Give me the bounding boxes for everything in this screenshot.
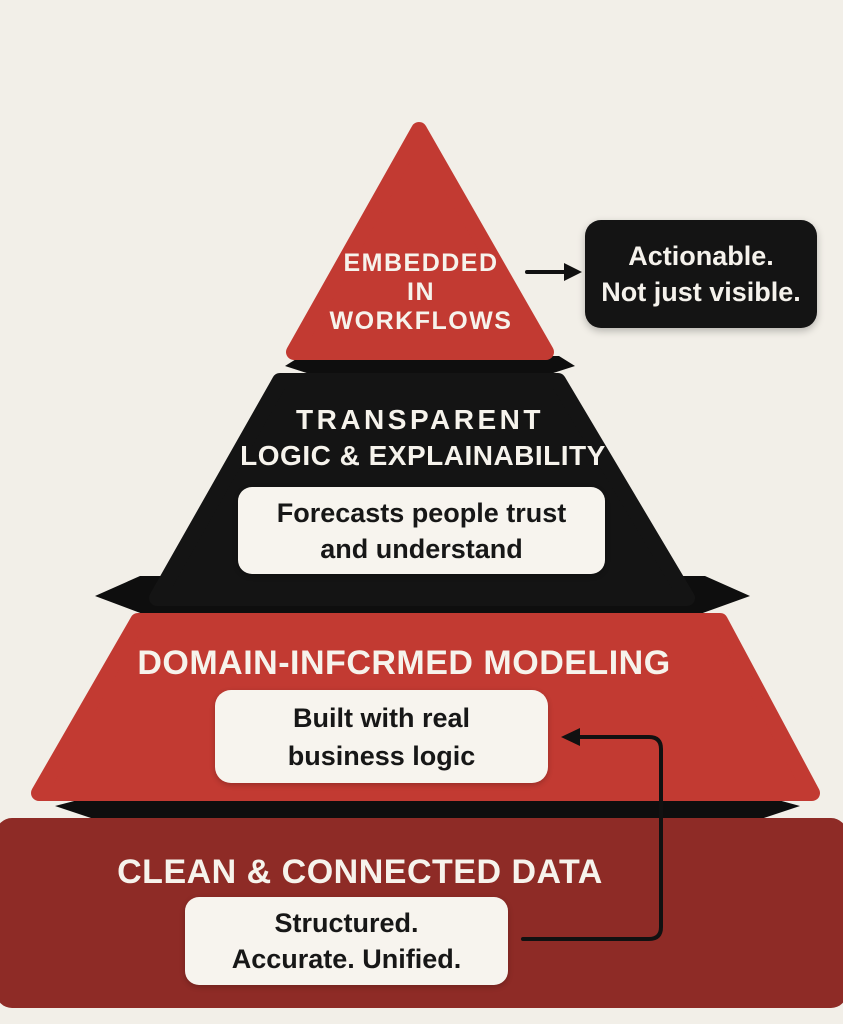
callout-box: Actionable. Not just visible. [585, 220, 817, 328]
callout-line1: Actionable. [628, 241, 774, 271]
level2-card-line1: Forecasts people trust [276, 497, 567, 528]
level2-card: Forecasts people trust and understand [238, 487, 605, 574]
level1-heading: EMBEDDED IN WORKFLOWS [330, 249, 513, 336]
level2-heading-line2: LOGIC & EXPLAINABILITY [240, 440, 606, 471]
level1-heading-line3: WORKFLOWS [329, 307, 513, 335]
level3-heading: DOMAIN-INFCRMED MODELING [137, 644, 671, 682]
level1-heading-line1: EMBEDDED [343, 249, 499, 277]
level4-card-line1: Structured. [274, 908, 419, 938]
level2-card-line2: and understand [320, 533, 523, 564]
level1-heading-line2: IN [406, 278, 435, 306]
level3-card-line1: Built with real [292, 702, 471, 733]
level3-card: Built with real business logic [215, 690, 548, 783]
level1-base-shadow-shape [285, 356, 575, 376]
level4-card: Structured. Accurate. Unified. [185, 897, 508, 985]
level3-card-line2: business logic [287, 740, 476, 771]
elbow-arrow-icon [521, 728, 663, 941]
level4-card-line2: Accurate. Unified. [231, 944, 462, 974]
level1-triangle-shape [286, 122, 554, 360]
arrow-right-icon [525, 263, 582, 281]
level4-heading: CLEAN & CONNECTED DATA [117, 853, 603, 891]
level2-heading-line1: TRANSPARENT [296, 404, 544, 435]
callout-line2: Not just visible. [601, 277, 801, 307]
